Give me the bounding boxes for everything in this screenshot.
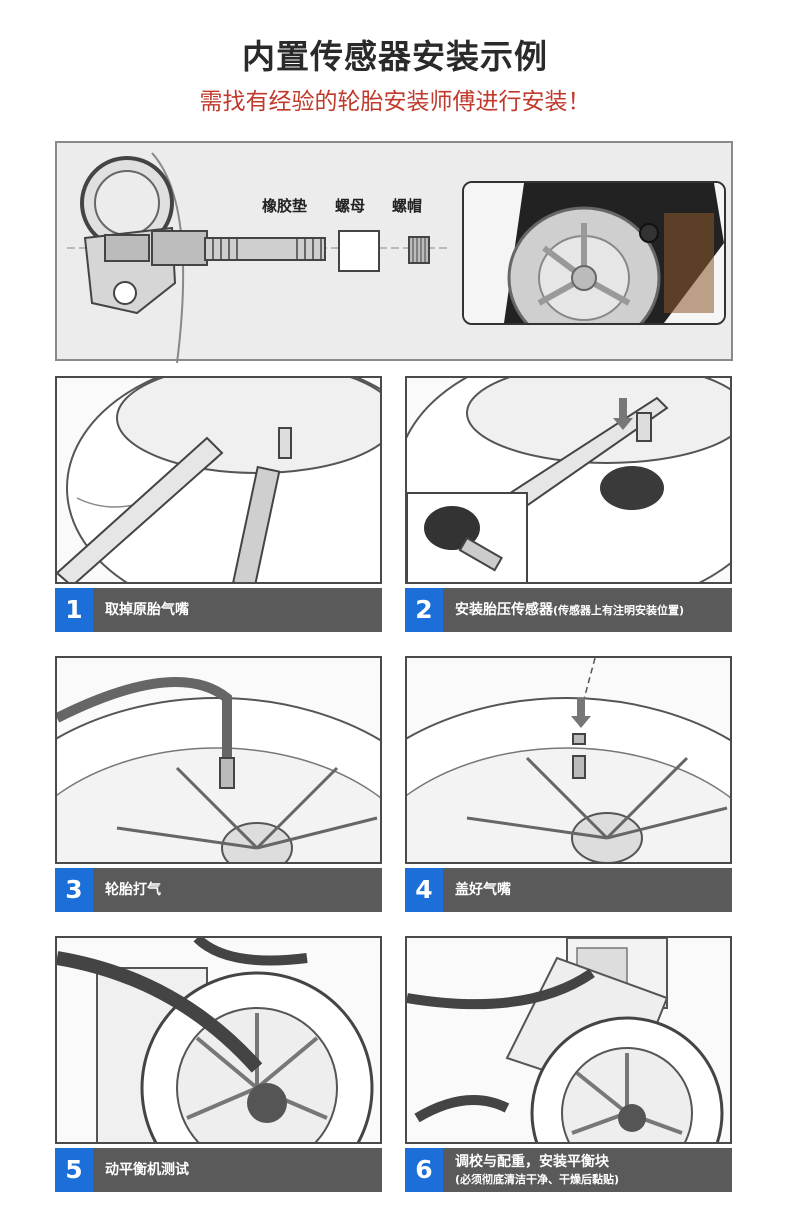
- step-3-number: 3: [55, 868, 93, 912]
- balance-test-graphic: [57, 938, 374, 1142]
- step-6-text: 调校与配重，安装平衡块: [455, 1154, 609, 1170]
- step-1-illustration: [55, 376, 382, 584]
- step-6-text-wrap: 调校与配重，安装平衡块 (必须彻底清洁干净、干燥后黏贴): [455, 1153, 619, 1197]
- step-5-caption: 5 动平衡机测试: [55, 1148, 382, 1192]
- step-1-number: 1: [55, 588, 93, 632]
- wheel-closeup-graphic: [464, 183, 724, 323]
- step-panel-1: 1 取掉原胎气嘴: [55, 376, 382, 634]
- cap-valve-graphic: [407, 658, 730, 862]
- step-panel-2: 2 安装胎压传感器(传感器上有注明安装位置): [405, 376, 732, 634]
- sensor-assembly-diagram: 橡胶垫 螺母 螺帽: [55, 141, 733, 363]
- step-5-text: 动平衡机测试: [105, 1162, 189, 1178]
- step-2-caption: 2 安装胎压传感器(传感器上有注明安装位置): [405, 588, 732, 632]
- cap-label: 螺帽: [392, 197, 423, 215]
- step-4-illustration: [405, 656, 732, 864]
- step-4-number: 4: [405, 868, 443, 912]
- step-6-note: (必须彻底清洁干净、干燥后黏贴): [455, 1173, 620, 1186]
- install-sensor-graphic: [407, 378, 730, 582]
- inflate-tire-graphic: [57, 677, 380, 862]
- step-4-caption: 4 盖好气嘴: [405, 868, 732, 912]
- step-2-number: 2: [405, 588, 443, 632]
- remove-valve-graphic: [57, 378, 380, 582]
- sensor-exploded-view: [67, 152, 447, 363]
- step-2-text-wrap: 安装胎压传感器(传感器上有注明安装位置): [455, 588, 684, 632]
- step-6-illustration: [405, 936, 732, 1144]
- step-5-number: 5: [55, 1148, 93, 1192]
- gasket-label: 橡胶垫: [262, 197, 308, 215]
- page-title: 内置传感器安装示例: [242, 37, 548, 76]
- step-1-text: 取掉原胎气嘴: [105, 602, 189, 618]
- installed-wheel-photo: [462, 181, 726, 325]
- step-3-text: 轮胎打气: [105, 882, 161, 898]
- step-2-illustration: [405, 376, 732, 584]
- step-panel-5: 5 动平衡机测试: [55, 936, 382, 1194]
- step-6-number: 6: [405, 1148, 443, 1192]
- step-5-illustration: [55, 936, 382, 1144]
- nut-label: 螺母: [335, 197, 366, 215]
- step-2-text: 安装胎压传感器: [455, 602, 553, 618]
- page-subtitle: 需找有经验的轮胎安装师傅进行安装！: [199, 89, 591, 115]
- step-3-illustration: [55, 656, 382, 864]
- step-6-caption: 6 调校与配重，安装平衡块 (必须彻底清洁干净、干燥后黏贴): [405, 1148, 732, 1192]
- step-panel-3: 3 轮胎打气: [55, 656, 382, 914]
- step-panel-4: 4 盖好气嘴: [405, 656, 732, 914]
- step-panel-6: 6 调校与配重，安装平衡块 (必须彻底清洁干净、干燥后黏贴): [405, 936, 732, 1194]
- step-4-text: 盖好气嘴: [455, 882, 511, 898]
- calibrate-weights-graphic: [407, 938, 724, 1142]
- step-1-caption: 1 取掉原胎气嘴: [55, 588, 382, 632]
- step-3-caption: 3 轮胎打气: [55, 868, 382, 912]
- step-2-note: (传感器上有注明安装位置): [553, 604, 685, 617]
